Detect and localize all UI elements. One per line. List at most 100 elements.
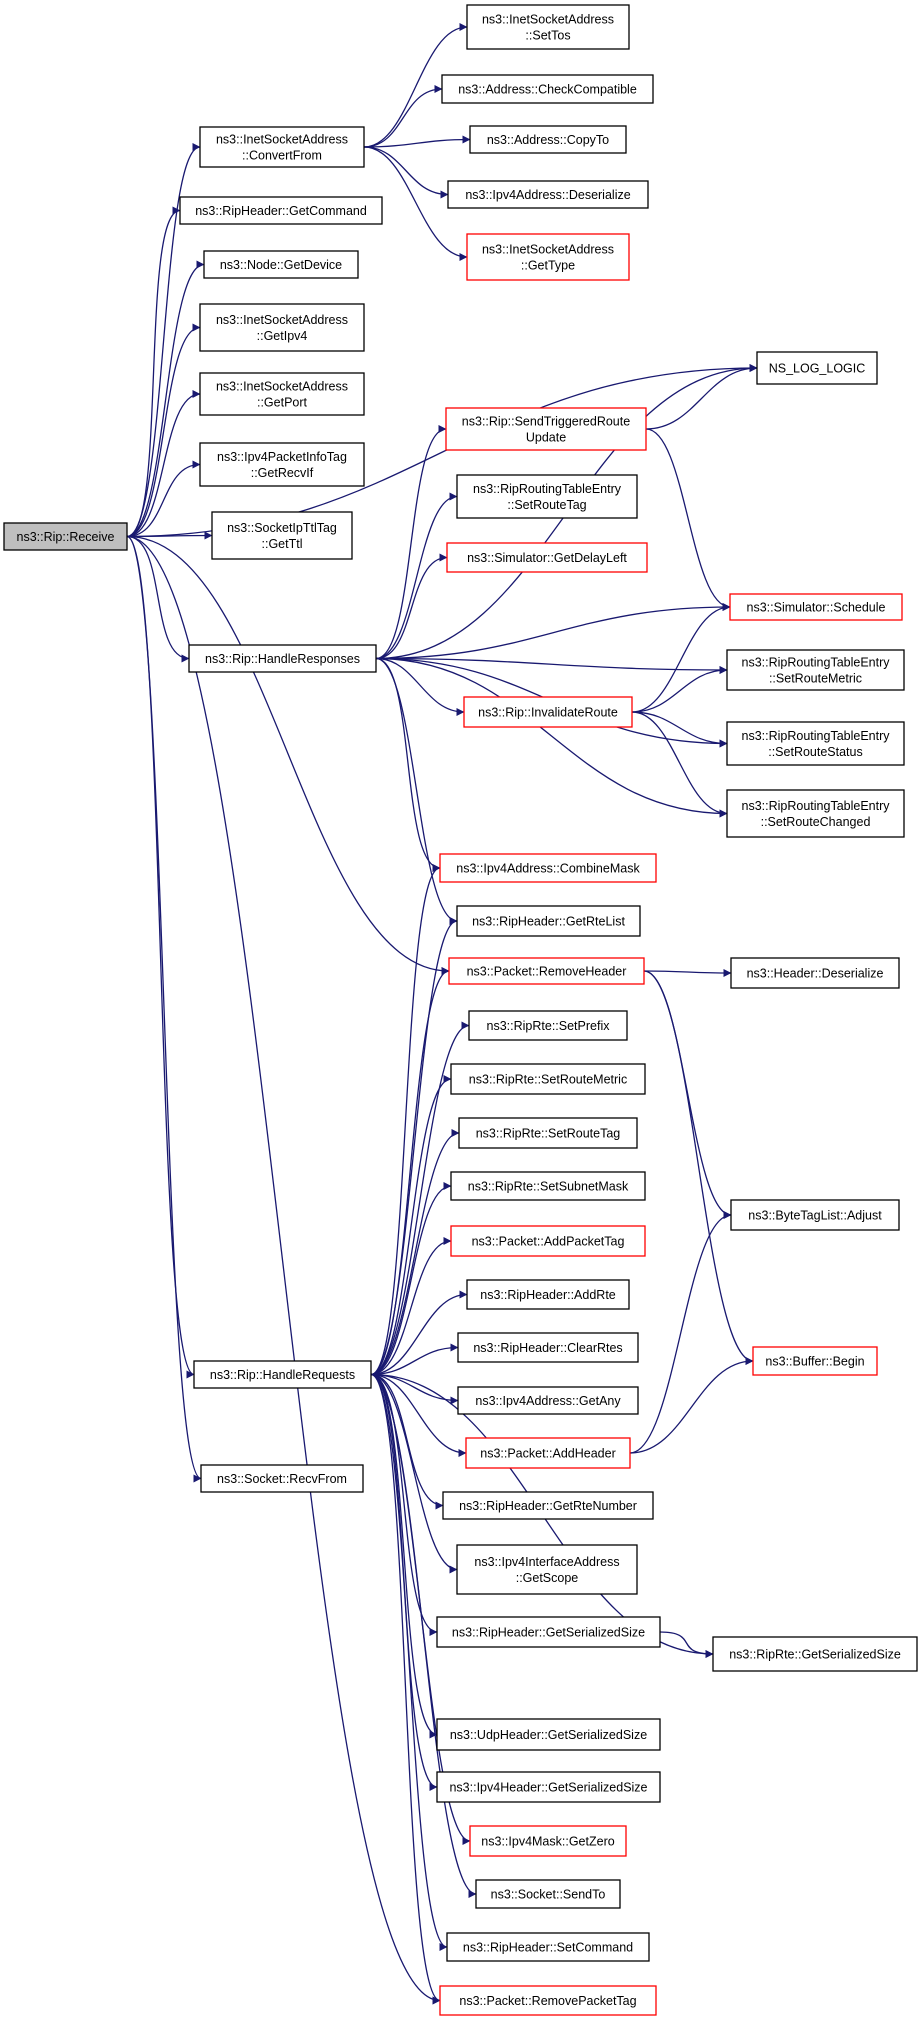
node-label: ns3::UdpHeader::GetSerializedSize: [450, 1728, 647, 1742]
node-socket-recvfrom[interactable]: ns3::Socket::RecvFrom: [200, 1464, 364, 1493]
node-simulator-schedule[interactable]: ns3::Simulator::Schedule: [729, 593, 903, 621]
node-socketipttltag-getttl[interactable]: ns3::SocketIpTtlTag::GetTtl: [211, 511, 353, 560]
edge-sendtriggeredrouteupdate-to-simulator-schedule: [645, 428, 731, 611]
edge-line: [370, 1182, 452, 1376]
node-label: ::GetRecvIf: [251, 466, 314, 480]
node-packet-removepackettag[interactable]: ns3::Packet::RemovePacketTag: [439, 1985, 657, 2016]
node-label: ns3::Socket::SendTo: [491, 1888, 606, 1902]
node-riprte-setsubnetmask[interactable]: ns3::RipRte::SetSubnetMask: [450, 1171, 646, 1201]
edge-line: [370, 1373, 444, 1510]
node-inet-getipv4[interactable]: ns3::InetSocketAddress::GetIpv4: [199, 303, 365, 352]
node-label: ::GetIpv4: [257, 329, 308, 343]
node-ripheader-addrte[interactable]: ns3::RipHeader::AddRte: [466, 1279, 630, 1310]
node-ipv4address-deserialize[interactable]: ns3::Ipv4Address::Deserialize: [447, 180, 649, 209]
node-box: [436, 1616, 661, 1648]
node-bytetaglist-adjust[interactable]: ns3::ByteTagList::Adjust: [730, 1199, 900, 1231]
node-address-checkcompatible[interactable]: ns3::Address::CheckCompatible: [441, 74, 654, 104]
node-ripheader-getcommand[interactable]: ns3::RipHeader::GetCommand: [179, 196, 383, 225]
node-ripheader-setcommand[interactable]: ns3::RipHeader::SetCommand: [446, 1932, 650, 1962]
edge-handlerequests-to-ipv4address-combinemask: [370, 864, 441, 1376]
node-ripheader-getrtenumber[interactable]: ns3::RipHeader::GetRteNumber: [442, 1491, 654, 1520]
node-udpheader-getserializedsize[interactable]: ns3::UdpHeader::GetSerializedSize: [436, 1718, 661, 1751]
node-riprte-setprefix[interactable]: ns3::RipRte::SetPrefix: [468, 1010, 628, 1041]
node-label: ::ConvertFrom: [242, 149, 322, 163]
edge-line: [363, 135, 471, 148]
edge-handleresponses-to-ipv4address-combinemask: [375, 657, 441, 872]
node-ipv4packetinfotag-getrecvif[interactable]: ns3::Ipv4PacketInfoTag::GetRecvIf: [199, 442, 365, 487]
node-rte-setroutemetric[interactable]: ns3::RipRoutingTableEntry::SetRouteMetri…: [726, 649, 905, 691]
node-box: [447, 180, 649, 209]
node-header-deserialize[interactable]: ns3::Header::Deserialize: [730, 957, 900, 989]
node-label: ::GetType: [521, 259, 575, 273]
node-box: [450, 1063, 646, 1095]
node-ipv4address-combinemask[interactable]: ns3::Ipv4Address::CombineMask: [439, 853, 657, 883]
node-rte-setroutechanged[interactable]: ns3::RipRoutingTableEntry::SetRouteChang…: [726, 789, 905, 838]
node-socket-sendto[interactable]: ns3::Socket::SendTo: [475, 1879, 621, 1909]
node-label: ns3::InetSocketAddress: [482, 13, 614, 27]
node-packet-removeheader[interactable]: ns3::Packet::RemoveHeader: [448, 957, 645, 985]
node-inet-gettype[interactable]: ns3::InetSocketAddress::GetType: [466, 233, 630, 281]
edge-handlerequests-to-packet-removeheader: [370, 967, 450, 1376]
node-handlerequests[interactable]: ns3::Rip::HandleRequests: [193, 1360, 372, 1389]
node-riprte-getserializedsize[interactable]: ns3::RipRte::GetSerializedSize: [712, 1636, 918, 1672]
node-label: ns3::InetSocketAddress: [216, 133, 348, 147]
node-ns-log-logic[interactable]: NS_LOG_LOGIC: [756, 351, 878, 385]
edge-convertfrom-to-address-copyto: [363, 135, 471, 148]
node-label: ns3::Rip::Receive: [17, 530, 115, 544]
node-label: ns3::RipHeader::GetRteList: [472, 915, 625, 929]
edge-line: [629, 1211, 732, 1454]
node-ipv4address-getany[interactable]: ns3::Ipv4Address::GetAny: [457, 1386, 639, 1415]
node-box: [457, 1332, 639, 1363]
node-address-copyto[interactable]: ns3::Address::CopyTo: [469, 125, 627, 154]
node-box: [726, 789, 905, 838]
node-packet-addpackettag[interactable]: ns3::Packet::AddPacketTag: [450, 1225, 646, 1257]
edge-line: [375, 603, 731, 660]
node-label: ns3::Header::Deserialize: [747, 967, 884, 981]
edge-convertfrom-to-ipv4address-deserialize: [363, 146, 449, 199]
node-box: [211, 511, 353, 560]
node-riprte-setroutetag[interactable]: ns3::RipRte::SetRouteTag: [458, 1117, 638, 1149]
edge-receive-to-inet-getport: [126, 390, 201, 538]
node-invalidateroute[interactable]: ns3::Rip::InvalidateRoute: [463, 696, 633, 728]
node-buffer-begin[interactable]: ns3::Buffer::Begin: [752, 1346, 878, 1376]
edge-handlerequests-to-packet-addheader: [370, 1373, 467, 1457]
node-inet-getport[interactable]: ns3::InetSocketAddress::GetPort: [199, 372, 365, 416]
node-riprte-setroutemetric[interactable]: ns3::RipRte::SetRouteMetric: [450, 1063, 646, 1095]
node-ripheader-clearrtes[interactable]: ns3::RipHeader::ClearRtes: [457, 1332, 639, 1363]
node-box: [730, 1199, 900, 1231]
node-node-getdevice[interactable]: ns3::Node::GetDevice: [203, 250, 359, 279]
node-box: [726, 721, 905, 766]
edge-line: [375, 657, 458, 925]
edge-line: [126, 535, 190, 663]
node-ripheader-getrtelist[interactable]: ns3::RipHeader::GetRteList: [456, 905, 641, 937]
node-label: ns3::RipRte::GetSerializedSize: [729, 1648, 901, 1662]
node-label: ns3::Rip::InvalidateRoute: [478, 706, 618, 720]
node-ipv4mask-getzero[interactable]: ns3::Ipv4Mask::GetZero: [469, 1825, 627, 1857]
node-layer: ns3::Rip::Receive ns3::InetSocketAddress:…: [3, 4, 918, 2016]
edge-line: [363, 146, 449, 199]
node-rte-setroutestatus[interactable]: ns3::RipRoutingTableEntry::SetRouteStatu…: [726, 721, 905, 766]
edge-line: [126, 260, 205, 538]
node-ripheader-getserializedsize[interactable]: ns3::RipHeader::GetSerializedSize: [436, 1616, 661, 1648]
node-convertfrom[interactable]: ns3::InetSocketAddress::ConvertFrom: [199, 126, 365, 168]
edge-receive-to-packet-removepackettag: [126, 535, 441, 2005]
node-inet-settos[interactable]: ns3::InetSocketAddress::SetTos: [466, 4, 630, 50]
node-simulator-getdelayleft[interactable]: ns3::Simulator::GetDelayLeft: [446, 542, 648, 573]
node-ipv4interfaceaddress-getscope[interactable]: ns3::Ipv4InterfaceAddress::GetScope: [456, 1544, 638, 1595]
node-receive[interactable]: ns3::Rip::Receive: [3, 522, 128, 551]
node-packet-addheader[interactable]: ns3::Packet::AddHeader: [465, 1437, 631, 1469]
node-label: ns3::InetSocketAddress: [216, 380, 348, 394]
node-ipv4header-getserializedsize[interactable]: ns3::Ipv4Header::GetSerializedSize: [436, 1771, 661, 1803]
edge-invalidateroute-to-rte-setroutemetric: [631, 666, 728, 713]
node-label: ns3::Packet::RemoveHeader: [467, 965, 627, 979]
node-handleresponses[interactable]: ns3::Rip::HandleResponses: [188, 644, 377, 673]
node-label: ns3::RipHeader::SetCommand: [463, 1941, 633, 1955]
node-rte-setroutetag[interactable]: ns3::RipRoutingTableEntry::SetRouteTag: [456, 474, 638, 519]
edge-receive-to-ripheader-getcommand: [126, 206, 181, 538]
edge-receive-to-socket-recvfrom: [126, 535, 202, 1483]
node-label: ns3::RipRte::SetRouteTag: [476, 1127, 621, 1141]
node-label: ns3::Ipv4Address::GetAny: [475, 1394, 621, 1408]
node-label: ::SetRouteStatus: [768, 745, 863, 759]
